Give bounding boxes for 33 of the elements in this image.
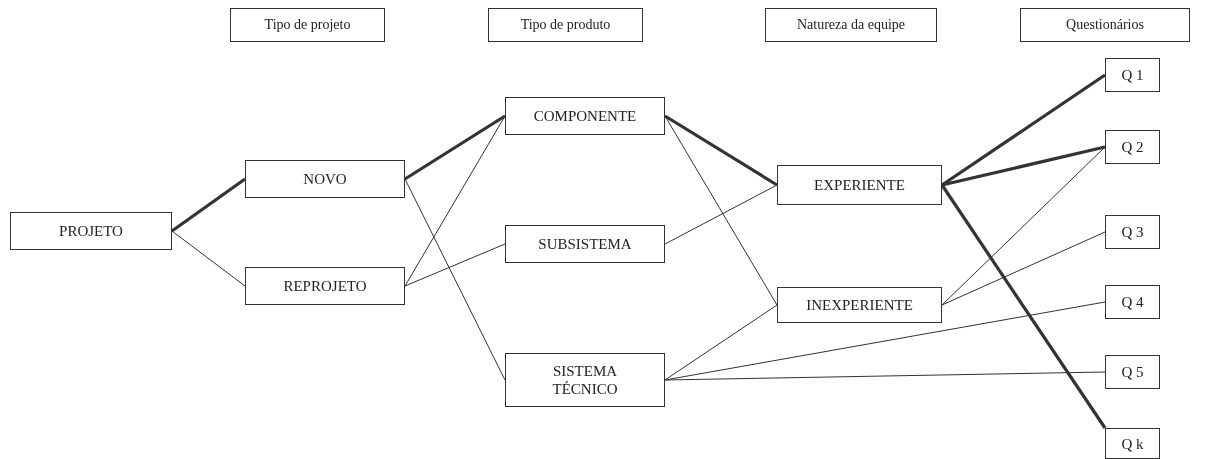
node-box: Q 1: [1105, 58, 1160, 92]
node-box: Q 5: [1105, 355, 1160, 389]
node-box: EXPERIENTE: [777, 165, 942, 205]
column-header: Tipo de produto: [488, 8, 643, 42]
node-box: Q k: [1105, 428, 1160, 459]
node-box: Q 4: [1105, 285, 1160, 319]
node-box: NOVO: [245, 160, 405, 198]
connector-line: [404, 178, 506, 381]
node-box: Q 3: [1105, 215, 1160, 249]
connector-line: [940, 184, 1107, 429]
connector-line: [664, 371, 1106, 381]
connector-line: [941, 145, 1106, 187]
column-header: Tipo de projeto: [230, 8, 385, 42]
connector-line: [664, 184, 778, 245]
connector-line: [171, 177, 246, 233]
connector-line: [941, 146, 1106, 306]
node-box: SISTEMA TÉCNICO: [505, 353, 665, 407]
node-box: REPROJETO: [245, 267, 405, 305]
node-box: COMPONENTE: [505, 97, 665, 135]
connector-line: [941, 231, 1106, 306]
node-box: Q 2: [1105, 130, 1160, 164]
node-box: INEXPERIENTE: [777, 287, 942, 323]
connector-line: [664, 304, 778, 381]
column-header: Questionários: [1020, 8, 1190, 42]
connector-line: [171, 230, 246, 287]
node-box: PROJETO: [10, 212, 172, 250]
connector-line: [404, 243, 506, 287]
column-header: Natureza da equipe: [765, 8, 937, 42]
connector-line: [664, 115, 778, 306]
connector-line: [404, 115, 506, 287]
connector-line: [664, 114, 778, 187]
node-box: SUBSISTEMA: [505, 225, 665, 263]
connector-line: [404, 114, 506, 181]
